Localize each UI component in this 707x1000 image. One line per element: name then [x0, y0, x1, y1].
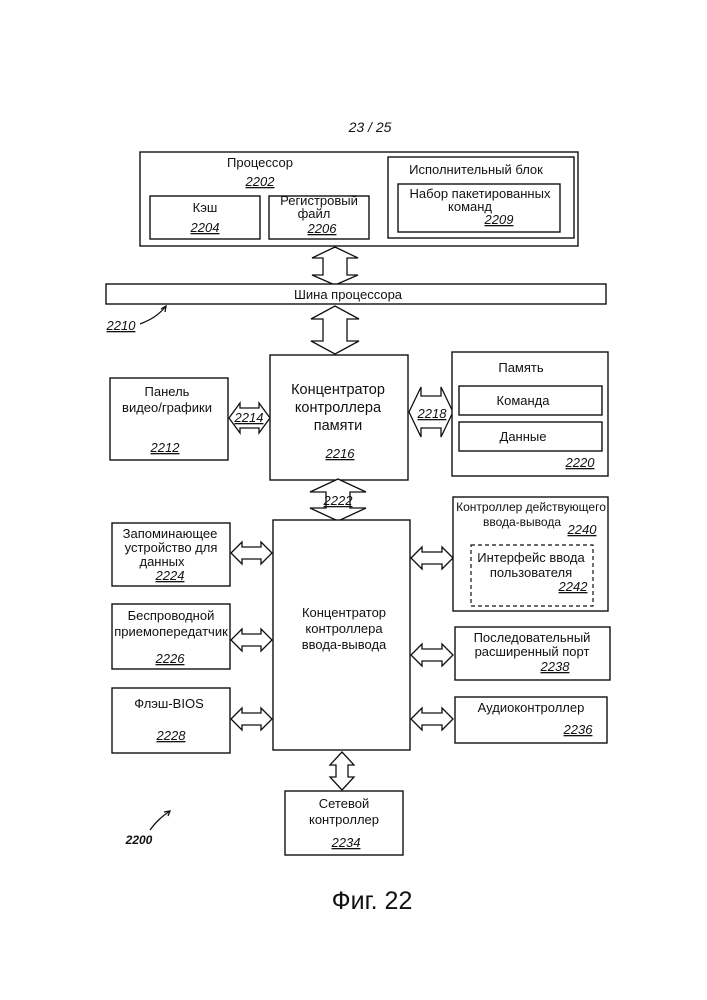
storage-line1: Запоминающее: [123, 526, 218, 541]
exec-unit-label: Исполнительный блок: [409, 162, 543, 177]
arrow-processor-bus: [312, 247, 358, 285]
storage-ref: 2224: [155, 568, 185, 583]
io-controller-block: Контроллер действующего ввода-вывода 224…: [453, 497, 608, 611]
audio-ref: 2236: [563, 722, 594, 737]
arrow-wireless-ich: [231, 629, 272, 651]
arrow-storage-ich: [231, 542, 272, 564]
memory-label: Память: [498, 360, 544, 375]
serial-port-block: Последовательный расширенный порт 2238: [455, 627, 610, 680]
wireless-ref: 2226: [155, 651, 186, 666]
io-controller-ref: 2240: [567, 522, 598, 537]
processor-bus-ref: 2210: [106, 318, 137, 333]
graphics-panel-line1: Панель: [145, 384, 190, 399]
packed-set-ref: 2209: [484, 212, 514, 227]
storage-block: Запоминающее устройство для данных 2224: [112, 523, 230, 586]
user-input-line2: пользователя: [490, 565, 572, 580]
ich-line2: контроллера: [305, 621, 383, 636]
wireless-line2: приемопередатчик: [114, 624, 228, 639]
processor-bus: Шина процессора: [106, 284, 606, 304]
audio-label: Аудиоконтроллер: [478, 700, 585, 715]
arrow-ich-network: [330, 752, 354, 790]
wireless-block: Беспроводной приемопередатчик 2226: [112, 604, 230, 669]
flash-bios-block: Флэш-BIOS 2228: [112, 688, 230, 753]
arrow-bus-mch: [311, 306, 359, 354]
io-controller-hub: Концентратор контроллера ввода-вывода: [273, 520, 410, 750]
register-file-line2: файл: [298, 206, 331, 221]
processor-ref: 2202: [245, 174, 276, 189]
page-number: 23 / 25: [348, 119, 392, 135]
mch-ref: 2216: [325, 446, 356, 461]
memory-controller-hub: Концентратор контроллера памяти 2216: [270, 355, 408, 480]
link-2222-ref: 2222: [323, 493, 354, 508]
graphics-panel-ref: 2212: [150, 440, 181, 455]
link-2218-ref: 2218: [417, 406, 448, 421]
mch-line2: контроллера: [295, 400, 382, 416]
flash-bios-ref: 2228: [156, 728, 187, 743]
io-controller-line1: Контроллер действующего: [456, 500, 606, 514]
processor-label: Процессор: [227, 155, 293, 170]
register-file-ref: 2206: [307, 221, 338, 236]
mch-line1: Концентратор: [291, 382, 385, 398]
ich-line1: Концентратор: [302, 605, 386, 620]
serial-port-line2: расширенный порт: [475, 644, 590, 659]
figure-caption: Фиг. 22: [332, 887, 413, 915]
packed-instruction-set-block: Набор пакетированных команд 2209: [398, 184, 560, 232]
serial-port-line1: Последовательный: [474, 630, 591, 645]
io-controller-line2: ввода-вывода: [483, 515, 561, 529]
processor-bus-label: Шина процессора: [294, 287, 403, 302]
memory-ref: 2220: [565, 455, 596, 470]
network-ref: 2234: [331, 835, 361, 850]
audio-controller-block: Аудиоконтроллер 2236: [455, 697, 607, 743]
cache-label: Кэш: [193, 200, 218, 215]
network-controller-block: Сетевой контроллер 2234: [285, 791, 403, 855]
wireless-line1: Беспроводной: [128, 608, 215, 623]
memory-data: Данные: [500, 429, 547, 444]
serial-port-ref: 2238: [540, 659, 571, 674]
memory-block: Память Команда Данные 2220: [452, 352, 608, 476]
figure-ref-leader: [150, 811, 170, 830]
figure-ref: 2200: [125, 833, 153, 847]
graphics-panel-block: Панель видео/графики 2212: [110, 378, 228, 460]
cache-ref: 2204: [190, 220, 220, 235]
memory-instruction: Команда: [497, 393, 551, 408]
flash-bios-label: Флэш-BIOS: [134, 696, 204, 711]
graphics-panel-line2: видео/графики: [122, 400, 212, 415]
arrow-flash-ich: [231, 708, 272, 730]
arrow-ich-io-controller: [411, 547, 453, 569]
storage-line3: данных: [139, 554, 185, 569]
user-input-line1: Интерфейс ввода: [477, 550, 585, 565]
mch-line3: памяти: [314, 418, 362, 434]
arrow-ich-audio: [411, 708, 453, 730]
network-line2: контроллер: [309, 812, 379, 827]
user-input-ref: 2242: [558, 579, 589, 594]
network-line1: Сетевой: [319, 796, 369, 811]
storage-line2: устройство для: [125, 540, 218, 555]
cache-block: Кэш 2204: [150, 196, 260, 239]
ich-line3: ввода-вывода: [302, 637, 387, 652]
arrow-ich-serial: [411, 644, 453, 666]
register-file-block: Регистровый файл 2206: [269, 193, 369, 239]
link-2214-ref: 2214: [234, 410, 264, 425]
